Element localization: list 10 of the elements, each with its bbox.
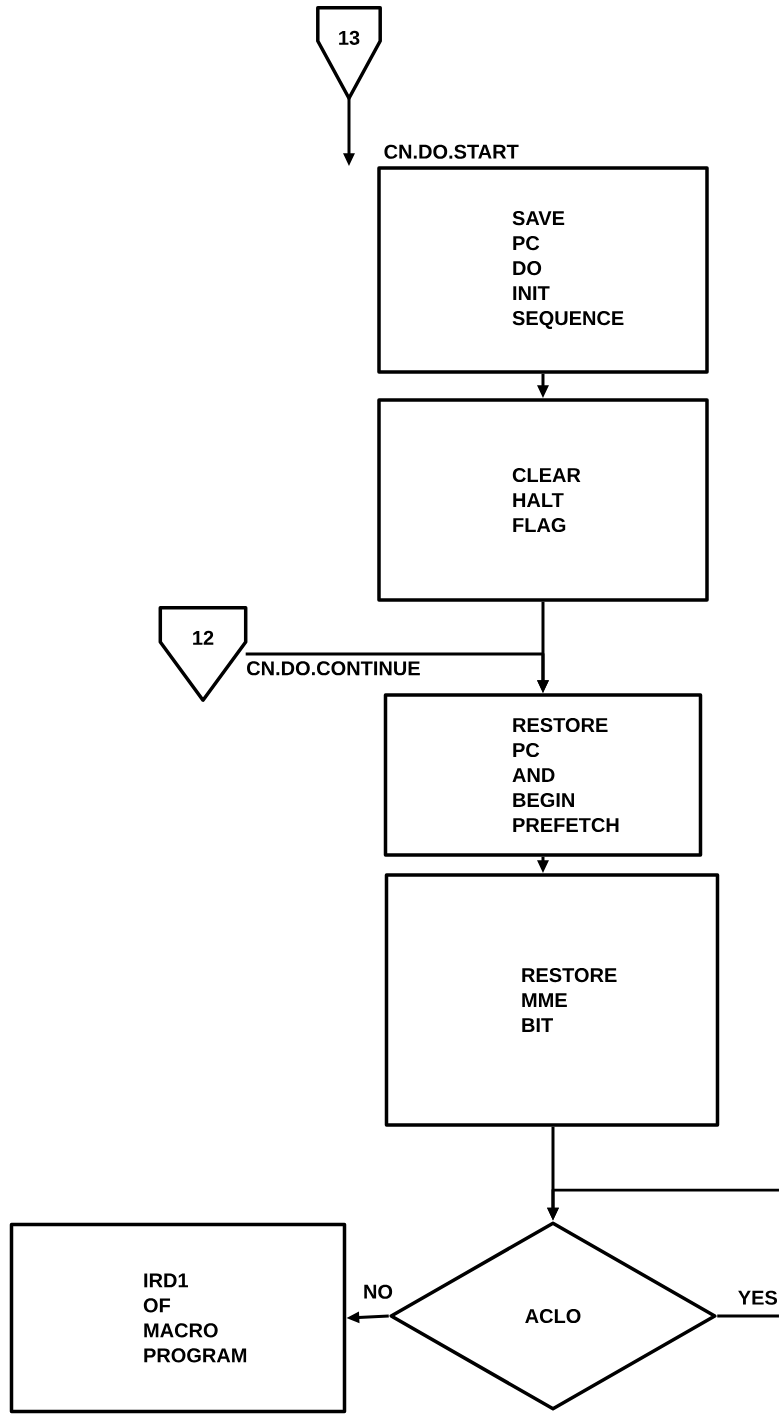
off-page-connector: 12	[158, 606, 248, 702]
edge-label: CN.DO.CONTINUE	[245, 660, 422, 677]
process-box: RESTORE PC AND BEGIN PREFETCH	[383, 693, 703, 857]
process-box: SAVE PC DO INIT SEQUENCE	[377, 166, 709, 374]
process-box: IRD1 OF MACRO PROGRAM	[9, 1222, 347, 1414]
process-box: RESTORE MME BIT	[384, 873, 720, 1127]
process-box: CLEAR HALT FLAG	[377, 398, 709, 602]
edge-label: YES	[736, 1289, 779, 1306]
edge-label: CN.DO.START	[382, 143, 520, 160]
off-page-connector: 13	[316, 6, 382, 100]
